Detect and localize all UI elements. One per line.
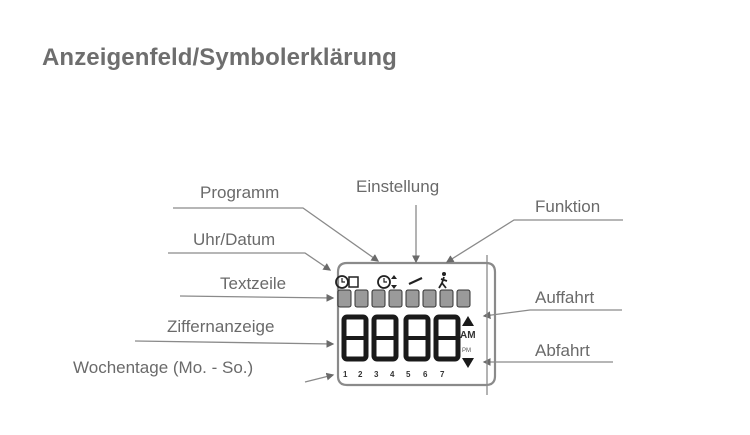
clock-calendar-icon (335, 275, 359, 289)
running-man-icon (438, 272, 448, 289)
down-arrow-icon (462, 358, 474, 368)
svg-text:5: 5 (406, 370, 411, 379)
wrench-icon (408, 277, 423, 285)
pm-indicator: PM (462, 348, 471, 354)
digit-3 (403, 314, 431, 362)
digit-display (341, 314, 461, 362)
clock-updown-icon (377, 275, 397, 289)
label-abfahrt: Abfahrt (535, 341, 590, 360)
label-funktion: Funktion (535, 197, 601, 216)
digit-2 (371, 314, 399, 362)
label-wochentage: Wochentage (Mo. - So.) (73, 358, 254, 377)
svg-text:6: 6 (423, 370, 428, 379)
label-programm: Programm (200, 183, 280, 202)
weekday-numbers: 1 2 3 4 5 6 7 (343, 370, 445, 379)
text-row (337, 289, 471, 308)
digit-4 (433, 314, 461, 362)
svg-text:4: 4 (390, 370, 395, 379)
label-auffahrt: Auffahrt (535, 288, 595, 307)
page-title: Anzeigenfeld/Symbolerklärung (42, 44, 397, 71)
digit-1 (341, 314, 369, 362)
label-ziffernanzeige: Ziffernanzeige (167, 317, 275, 336)
am-indicator: AM (460, 330, 476, 341)
svg-text:7: 7 (440, 370, 445, 379)
svg-text:3: 3 (374, 370, 379, 379)
label-uhr-datum: Uhr/Datum (193, 230, 276, 249)
leader-lines (134, 205, 623, 395)
label-textzeile: Textzeile (220, 274, 287, 293)
svg-text:2: 2 (358, 370, 363, 379)
lcd-frame (336, 261, 497, 387)
up-arrow-icon (462, 316, 474, 326)
label-einstellung: Einstellung (356, 177, 440, 196)
svg-text:1: 1 (343, 370, 348, 379)
